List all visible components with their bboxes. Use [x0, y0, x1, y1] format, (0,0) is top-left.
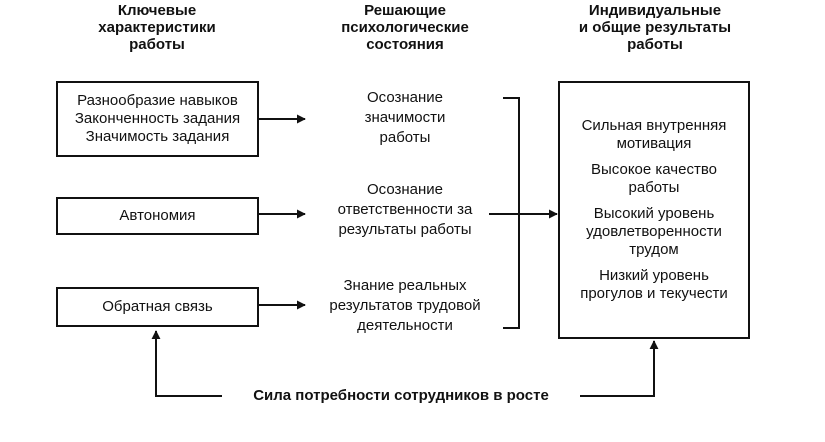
characteristic-label: Разнообразие навыков	[77, 92, 238, 109]
characteristic-label: Автономия	[119, 207, 196, 224]
heading-line: Ключевые	[117, 2, 197, 19]
outcome-motivation: Сильная внутренняя мотивация	[582, 117, 727, 153]
characteristic-box-feedback: Обратная связь	[56, 287, 259, 327]
state-label: результаты работы	[338, 221, 472, 238]
heading-line: психологические	[341, 19, 469, 36]
outcome-label: удовлетворенности	[586, 223, 722, 240]
arrow-moderator-to-feedback	[151, 330, 224, 397]
heading-line: и общие результаты	[578, 19, 732, 36]
state-label: Осознание	[366, 181, 444, 198]
heading-states: Решающие психологические состояния	[305, 2, 505, 53]
characteristic-box-skills: Разнообразие навыков Законченность задан…	[56, 81, 259, 157]
heading-line: состояния	[366, 36, 444, 53]
heading-line: Индивидуальные	[588, 2, 722, 19]
outcome-label: Низкий уровень	[599, 267, 709, 284]
outcome-label: трудом	[629, 241, 679, 258]
state-meaning: Осознание значимости работы	[305, 88, 505, 148]
outcome-label: работы	[628, 179, 680, 196]
heading-line: Решающие	[364, 2, 446, 19]
state-label: Знание реальных	[343, 277, 467, 294]
state-label: деятельности	[357, 317, 453, 334]
heading-line: характеристики	[98, 19, 216, 36]
state-knowledge: Знание реальных результатов трудовой дея…	[303, 276, 507, 336]
state-responsibility: Осознание ответственности за результаты …	[305, 180, 505, 240]
outcome-quality: Высокое качество работы	[591, 161, 717, 197]
state-label: результатов трудовой	[329, 297, 481, 314]
state-label: ответственности за	[337, 201, 473, 218]
outcome-label: Высокое качество	[591, 161, 717, 178]
heading-results: Индивидуальные и общие результаты работы	[555, 2, 755, 53]
outcome-turnover: Низкий уровень прогулов и текучести	[580, 267, 728, 303]
heading-characteristics: Ключевые характеристики работы	[62, 2, 252, 53]
outcome-label: прогулов и текучести	[580, 285, 728, 302]
characteristic-label: Законченность задания	[74, 110, 241, 127]
characteristic-label: Обратная связь	[102, 298, 213, 315]
outcome-label: мотивация	[616, 135, 692, 152]
outcome-satisfaction: Высокий уровень удовлетворенности трудом	[586, 205, 722, 259]
state-label: работы	[379, 129, 431, 146]
heading-line: работы	[129, 36, 185, 53]
state-label: значимости	[364, 109, 446, 126]
arrow-moderator-to-outcomes	[580, 340, 659, 397]
heading-line: работы	[627, 36, 683, 53]
outcome-label: Высокий уровень	[593, 205, 715, 222]
outcomes-box: Сильная внутренняя мотивация Высокое кач…	[558, 81, 750, 339]
outcome-label: Сильная внутренняя	[581, 117, 727, 134]
growth-need-strength-label: Сила потребности сотрудников в росте	[222, 385, 580, 407]
characteristic-box-autonomy: Автономия	[56, 197, 259, 235]
state-label: Осознание	[366, 89, 444, 106]
characteristic-label: Значимость задания	[85, 128, 230, 145]
